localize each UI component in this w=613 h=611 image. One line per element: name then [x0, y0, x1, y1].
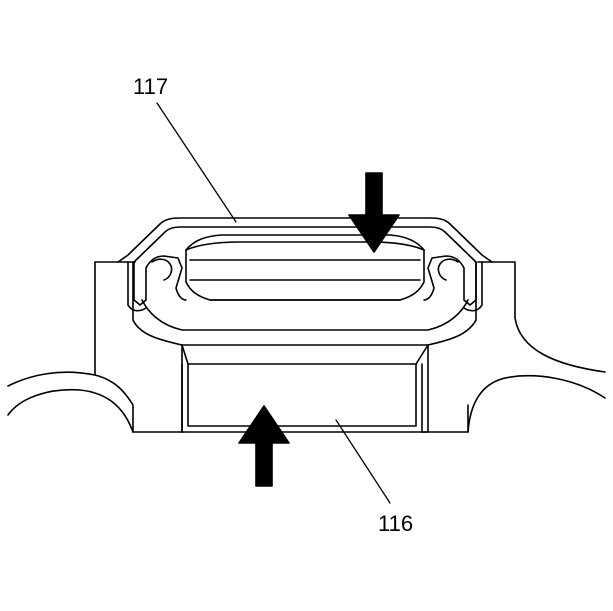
- seal-left-lip: [133, 255, 187, 306]
- housing-right-wall: [477, 261, 606, 373]
- bearing-race: [141, 234, 469, 331]
- arrow-down-icon: [348, 172, 400, 253]
- race-inner-top: [185, 234, 425, 251]
- leader-line-117: [156, 102, 237, 223]
- seal-right-lip: [423, 255, 477, 306]
- seal-right-spring: [437, 258, 459, 281]
- housing: [7, 261, 606, 433]
- housing-bore-left: [132, 261, 183, 346]
- housing-right-lobe: [467, 375, 606, 433]
- housing-left-lobe: [7, 388, 134, 433]
- housing-outline-right: [421, 404, 469, 433]
- housing-bore-right: [427, 261, 477, 346]
- arrow-up-icon: [238, 405, 290, 487]
- seal-right-flange: [463, 261, 483, 312]
- seal-lip-face: [185, 241, 425, 251]
- installer-outer: [181, 344, 429, 433]
- callout-117: 117: [133, 74, 169, 99]
- installer-right-shoulder: [415, 344, 429, 365]
- seal-inner-top: [133, 226, 477, 263]
- race-body: [141, 299, 469, 331]
- installer-left-shoulder: [181, 344, 189, 365]
- installer-tool: [181, 344, 429, 433]
- housing-outline-left: [7, 371, 184, 433]
- housing-left-wall: [94, 261, 136, 376]
- seal-left-flange: [127, 261, 147, 312]
- callout-116: 116: [378, 511, 414, 536]
- leader-line-116: [335, 419, 391, 504]
- seal-outer-top: [117, 217, 493, 263]
- race-inner-upper: [185, 249, 425, 301]
- seal-left-spring: [151, 258, 173, 281]
- seal: [117, 217, 493, 312]
- installer-inner: [187, 363, 417, 427]
